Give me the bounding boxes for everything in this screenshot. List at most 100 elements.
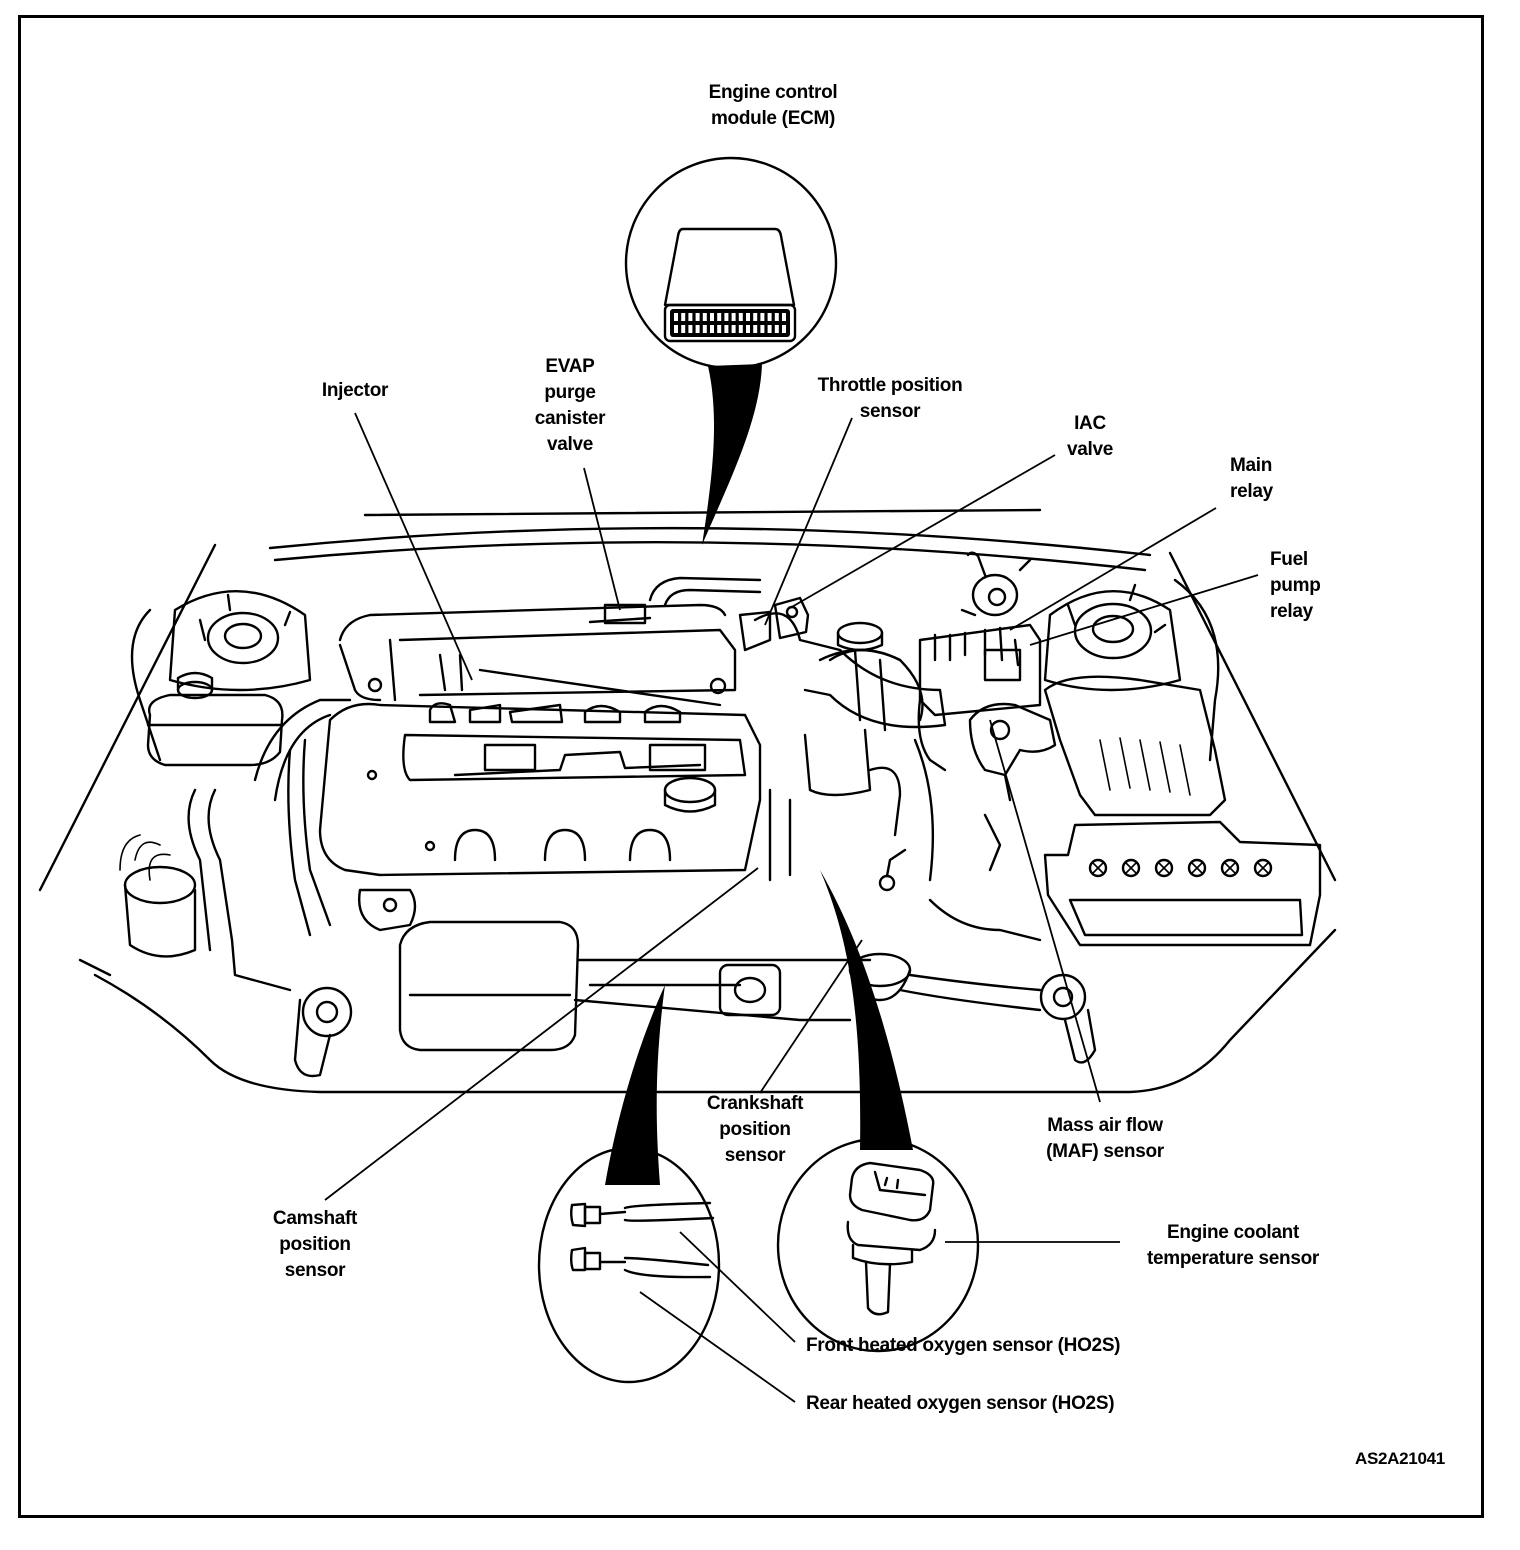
ect-detail-callout [776, 870, 980, 1353]
ecm-connector-pin [724, 325, 729, 333]
battery-cell-cap [1121, 858, 1141, 878]
ecm-connector-pin [688, 325, 693, 333]
left-fender-line [38, 543, 217, 892]
battery-cell-cap [1088, 858, 1108, 878]
leader-maf [989, 719, 1101, 1103]
label-engine-coolant-temperature-sensor: Engine coolant temperature sensor [1146, 1222, 1319, 1269]
leader-crankshaft [759, 939, 863, 1094]
leader-front-ho2s [679, 1231, 796, 1343]
figure-border [18, 15, 1484, 1518]
tps-part [738, 610, 772, 652]
label-throttle-position-sensor: Throttle position sensor [817, 375, 963, 422]
ecm-connector-pin [782, 325, 786, 333]
brake-master [960, 551, 1032, 617]
evap-canister [119, 834, 197, 958]
front-mount-left [293, 986, 353, 1078]
ecm-connector-pin [767, 313, 772, 321]
label-maf-sensor: Mass air flow (MAF) sensor [1046, 1115, 1164, 1162]
ecm-connector-pin [731, 325, 736, 333]
ecm-connector-pin [710, 325, 714, 333]
ho2s-callout-pointer [605, 985, 665, 1185]
leader-iac [789, 454, 1056, 609]
ho2s-detail-callout [537, 985, 721, 1384]
leader-lines [324, 412, 1259, 1403]
ho2s-detail-circle [537, 1146, 721, 1384]
label-fuel-pump-relay: Fuel pump relay [1270, 549, 1321, 622]
label-injector: Injector [321, 380, 389, 401]
ecm-connector-pin [695, 325, 700, 333]
ecm-detail-callout [624, 156, 838, 545]
ecm-connector-pin [731, 313, 736, 321]
leader-injector [354, 412, 473, 681]
ecm-connector-pin [688, 313, 693, 321]
ecm-connector-pin [738, 313, 743, 321]
ecm-connector-pin [717, 313, 722, 321]
ecm-connector-pin [681, 313, 686, 321]
evap-valve-part [588, 603, 652, 625]
label-camshaft-position-sensor: Camshaft position sensor [272, 1208, 358, 1281]
ect-sensor-icon [846, 1161, 937, 1316]
leader-evap [583, 467, 621, 611]
ecm-connector-pin [774, 313, 779, 321]
ecm-connector-pin [702, 313, 707, 321]
ecm-connector-pin [717, 325, 722, 333]
battery-cell-cap [1253, 858, 1273, 878]
cylinder-head-cover [287, 702, 762, 937]
battery [1043, 820, 1322, 947]
relay-box [917, 623, 1042, 772]
right-strut-tower [1043, 583, 1182, 692]
left-strut-tower [168, 589, 312, 692]
battery-cell-cap [1154, 858, 1174, 878]
ho2s-connector-rear [570, 1246, 712, 1279]
ecm-connector-pin [767, 325, 772, 333]
coolant-reservoir [146, 671, 284, 767]
ecm-connector-pin [760, 313, 765, 321]
ecm-connector-pin [702, 325, 707, 333]
ecm-connector-pin [681, 325, 686, 333]
ecm-connector-pin [710, 313, 714, 321]
ecm-connector-pin [738, 325, 743, 333]
ecm-connector-pin [674, 313, 678, 321]
leader-camshaft [324, 867, 759, 1201]
air-cleaner-cover [398, 920, 872, 1052]
figure-id: AS2A21041 [1355, 1449, 1445, 1468]
leader-rear-ho2s [639, 1291, 796, 1403]
battery-cell-cap [1187, 858, 1207, 878]
intake-manifold [338, 576, 762, 702]
ect-detail-circle [776, 1137, 980, 1353]
leader-main-relay [1009, 507, 1217, 631]
ecm-connector-pin [782, 313, 786, 321]
brake-fluid-reservoir [818, 621, 924, 722]
ecm-connector-pin [695, 313, 700, 321]
battery-cell-cap [1220, 858, 1240, 878]
label-front-heated-oxygen-sensor: Front heated oxygen sensor (HO2S) [806, 1335, 1121, 1356]
ecm-connector-pin [746, 313, 750, 321]
label-rear-heated-oxygen-sensor: Rear heated oxygen sensor (HO2S) [806, 1393, 1115, 1414]
ecm-connector-pin [753, 325, 758, 333]
label-ecm: Engine control module (ECM) [708, 82, 838, 129]
ecm-connector-pin [724, 313, 729, 321]
label-evap-purge-canister-valve: EVAP purge canister valve [534, 356, 606, 455]
cowl-line [268, 526, 1152, 557]
ecm-connector-pin [760, 325, 765, 333]
air-filter-box [1043, 675, 1227, 817]
label-iac-valve: IAC valve [1066, 413, 1114, 460]
iac-valve-part [773, 596, 810, 640]
ecm-unit-icon [663, 227, 797, 343]
oil-filler-cap [663, 776, 717, 813]
ecm-connector-pin [774, 325, 779, 333]
ecm-connector-pin [753, 313, 758, 321]
engine-bay [38, 508, 1337, 1094]
ecm-callout-pointer [702, 364, 762, 545]
ecm-connector-pin [746, 325, 750, 333]
leader-fuel-pump-relay [1029, 574, 1259, 646]
front-bumper-line [93, 928, 1337, 1094]
ho2s-connector-front [570, 1201, 715, 1228]
leader-tps [764, 417, 853, 626]
maf-sensor-part [968, 702, 1057, 802]
ecm-connector-pin [674, 325, 678, 333]
intake-hose [753, 612, 947, 882]
right-fender-line [1168, 551, 1337, 882]
label-crankshaft-position-sensor: Crankshaft position sensor [706, 1093, 804, 1166]
label-main-relay: Main relay [1230, 455, 1273, 502]
